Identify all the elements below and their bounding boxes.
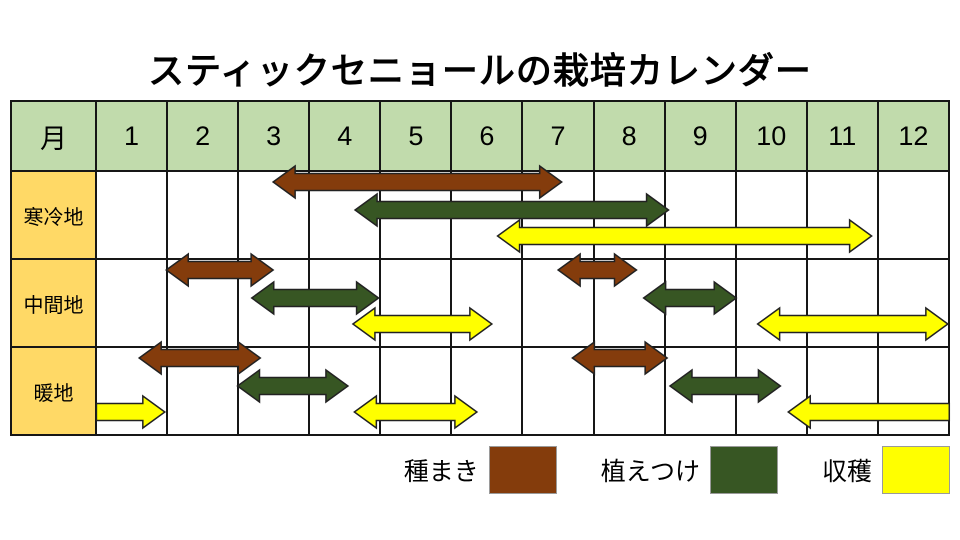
grid-cell bbox=[308, 346, 382, 436]
grid-cell bbox=[592, 258, 666, 348]
legend-label-harvest: 収穫 bbox=[821, 458, 872, 486]
grid-cell bbox=[237, 346, 311, 436]
grid-cell bbox=[450, 170, 524, 260]
grid-cell bbox=[94, 258, 169, 348]
month-header-cell: 3 bbox=[237, 100, 311, 172]
legend-item-seeding: 種まき bbox=[404, 446, 557, 494]
month-header-cell: 4 bbox=[308, 100, 382, 172]
grid-cell bbox=[805, 346, 879, 436]
grid-cell bbox=[876, 258, 951, 348]
legend: 種まき 植えつけ 収穫 bbox=[0, 440, 950, 500]
grid-cell bbox=[734, 346, 808, 436]
grid-cell bbox=[379, 170, 453, 260]
grid-cell bbox=[592, 346, 666, 436]
page-title: スティックセニョールの栽培カレンダー bbox=[148, 50, 812, 91]
grid-cell bbox=[166, 346, 240, 436]
grid-cell bbox=[876, 170, 951, 260]
month-header-cell: 11 bbox=[805, 100, 879, 172]
month-header-cell: 7 bbox=[521, 100, 595, 172]
legend-item-harvest: 収穫 bbox=[822, 446, 950, 494]
grid-cell bbox=[805, 258, 879, 348]
grid-cell bbox=[379, 346, 453, 436]
grid-cell bbox=[308, 258, 382, 348]
grid-cell bbox=[450, 346, 524, 436]
grid-cell bbox=[805, 170, 879, 260]
grid-cell bbox=[663, 258, 737, 348]
grid-cell bbox=[876, 346, 951, 436]
harvest-color-swatch bbox=[882, 446, 950, 494]
legend-label-seeding: 種まき bbox=[403, 458, 479, 486]
grid-cell bbox=[450, 258, 524, 348]
grid-cell bbox=[521, 258, 595, 348]
grid-cell bbox=[663, 346, 737, 436]
grid-cell bbox=[521, 346, 595, 436]
grid-cell bbox=[94, 170, 169, 260]
planting-color-swatch bbox=[709, 446, 778, 494]
month-header-cell: 12 bbox=[876, 100, 951, 172]
month-header-cell: 5 bbox=[379, 100, 453, 172]
region-label-cell: 寒冷地 bbox=[10, 170, 97, 260]
month-header-cell: 8 bbox=[592, 100, 666, 172]
grid-cell bbox=[734, 170, 808, 260]
region-label-cell: 中間地 bbox=[10, 258, 97, 348]
grid-cell bbox=[663, 170, 737, 260]
month-axis-corner-cell: 月 bbox=[10, 100, 97, 172]
month-header-cell: 9 bbox=[663, 100, 737, 172]
month-header-cell: 1 bbox=[94, 100, 169, 172]
legend-label-planting: 植えつけ bbox=[600, 458, 700, 486]
grid-cell bbox=[379, 258, 453, 348]
month-header-cell: 2 bbox=[166, 100, 240, 172]
grid-cell bbox=[166, 258, 240, 348]
grid-cell bbox=[308, 170, 382, 260]
legend-item-planting: 植えつけ bbox=[601, 446, 778, 494]
month-header-cell: 10 bbox=[734, 100, 808, 172]
grid-cell bbox=[521, 170, 595, 260]
grid-cell bbox=[94, 346, 169, 436]
region-label-cell: 暖地 bbox=[10, 346, 97, 436]
seeding-color-swatch bbox=[488, 446, 557, 494]
grid-cell bbox=[237, 170, 311, 260]
grid-cell bbox=[237, 258, 311, 348]
month-header-cell: 6 bbox=[450, 100, 524, 172]
calendar-body: 寒冷地中間地暖地 bbox=[10, 170, 951, 436]
grid-cell bbox=[166, 170, 240, 260]
grid-cell bbox=[734, 258, 808, 348]
grid-cell bbox=[592, 170, 666, 260]
